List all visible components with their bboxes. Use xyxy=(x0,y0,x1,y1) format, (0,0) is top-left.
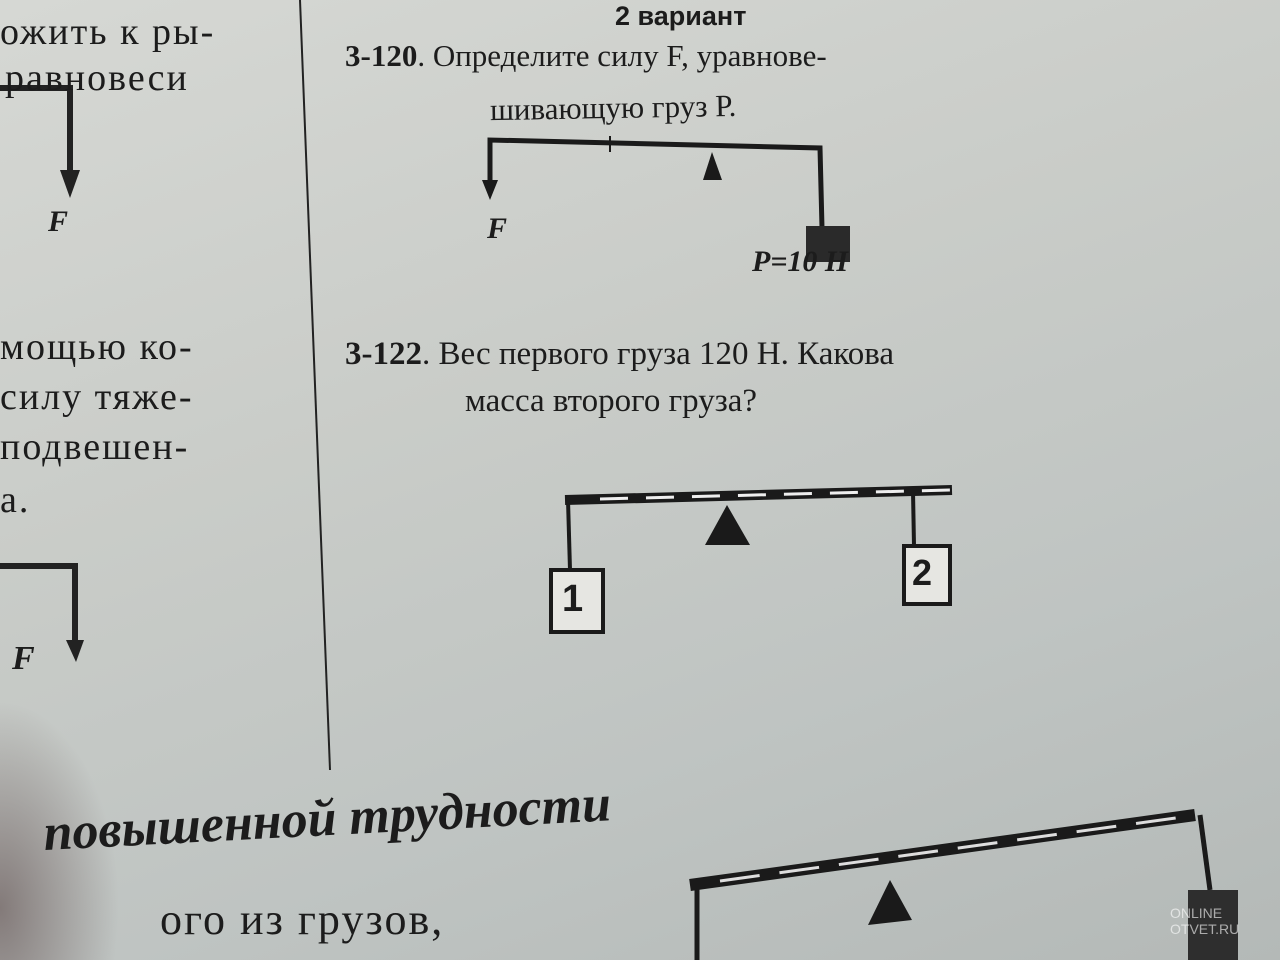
column-divider xyxy=(299,0,331,771)
problem-text: . Вес первого груза 120 Н. Какова xyxy=(422,336,894,372)
problem-number: 3-122 xyxy=(345,336,422,372)
left-text-line: силу тяже- xyxy=(0,376,194,418)
weight-box xyxy=(1188,890,1238,960)
problem-120-text: 3-120. Определите силу F, уравнове- xyxy=(345,38,827,74)
lever-diagram-120 xyxy=(482,136,850,262)
weight-box-2 xyxy=(902,544,952,606)
left-text-line: равновеси xyxy=(5,57,189,99)
arrow-down-icon xyxy=(482,180,498,200)
left-lever-diagram-2 xyxy=(0,563,78,650)
problem-text: масса второго груза? xyxy=(465,383,758,419)
problem-text: . Определите силу F, уравнове- xyxy=(417,38,827,73)
left-text-line: мощью ко- xyxy=(0,326,194,368)
force-label: F xyxy=(48,205,69,238)
problem-122-text: 3-122. Вес первого груза 120 Н. Какова xyxy=(345,335,894,373)
fulcrum-triangle xyxy=(868,880,912,925)
lever-diagram-bottom xyxy=(689,809,1238,960)
force-label: F xyxy=(12,640,35,677)
weight-box xyxy=(806,226,850,262)
problem-number: 3-120 xyxy=(345,38,418,73)
left-text-line: подвешен- xyxy=(0,426,190,468)
left-text-line: ожить к ры- xyxy=(0,11,216,53)
arrow-down-icon xyxy=(66,640,84,662)
weight-2-label: 2 xyxy=(912,552,933,593)
lever-diagram-122 xyxy=(549,485,953,634)
force-label: F xyxy=(487,212,508,245)
problem-text: шивающую груз Р. xyxy=(489,87,737,128)
arrow-down-icon xyxy=(60,170,80,198)
variant-header: 2 вариант xyxy=(615,1,747,31)
weight-box-1 xyxy=(549,568,605,634)
watermark: ONLINE OTVET.RU xyxy=(1170,905,1240,937)
left-lever-diagram-1 xyxy=(0,85,73,180)
left-text-line: а. xyxy=(0,479,31,521)
finger-shadow xyxy=(0,700,120,960)
fulcrum-triangle xyxy=(705,505,750,545)
bottom-text: ого из грузов, xyxy=(160,895,445,944)
weight-label: P=10 Н xyxy=(752,245,849,278)
fulcrum-triangle xyxy=(703,152,722,180)
weight-1-label: 1 xyxy=(562,578,584,620)
